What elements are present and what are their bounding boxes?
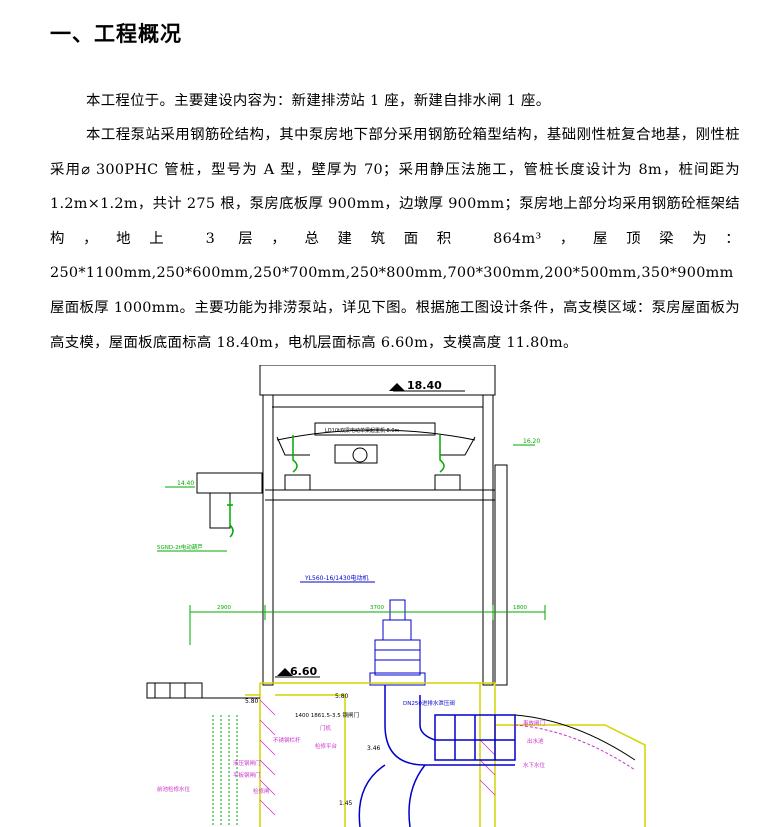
- dim-mid: 3700: [370, 605, 384, 611]
- discharge-pipe: [358, 685, 516, 827]
- hoist-label: 5GND-2t电动葫芦: [157, 543, 203, 551]
- dimension-line: [189, 605, 546, 645]
- label-platform: 检修平台: [315, 742, 338, 750]
- elevation-145: 1.45: [339, 800, 353, 807]
- crane-label: LD10t双梁电动单梁起重机 8.0m: [325, 427, 400, 434]
- hatched-walls: [259, 699, 496, 816]
- substructure: [245, 682, 646, 827]
- label-plate-gate: 平板钢闸门: [233, 771, 261, 779]
- elevation-roof: 18.40: [407, 379, 442, 392]
- label-outlet-pool: 出水池: [527, 737, 544, 745]
- label-hydraulic-gate: 液压钢闸门: [233, 759, 261, 767]
- pipe-label: DN250进排水泄压阀: [403, 699, 455, 707]
- paragraph-intro: 本工程位于。主要建设内容为：新建排涝站 1 座，新建自排水闸 1 座。: [86, 93, 551, 109]
- paragraph-structure: 本工程泵站采用钢筋砼结构，其中泵房地下部分采用钢筋砼箱型结构，基础刚性桩复合地基…: [50, 127, 740, 351]
- label-service-gate: 检修闸: [253, 787, 270, 795]
- pump-station-section-drawing: 18.40 LD10t双梁电动单梁起重机 8.0m 16.20 14.40 5G…: [146, 365, 646, 827]
- label-gantry: 门机: [320, 724, 332, 732]
- elevation-1620: 16.20: [523, 438, 540, 445]
- label-lower-level: 水下水位: [523, 761, 546, 769]
- section-heading: 一、工程概况: [50, 22, 182, 46]
- elevation-346: 3.46: [367, 745, 381, 752]
- dim-left: 2900: [217, 605, 231, 611]
- outlet-slope: [514, 714, 636, 761]
- crane-hooks: [227, 435, 445, 538]
- label-emergency-gate: 事故闸门: [523, 719, 545, 727]
- motor-label: YL560-16/1430电动机: [304, 574, 369, 582]
- foundation-piles: [212, 715, 238, 827]
- dim-right: 1800: [513, 605, 527, 611]
- elevation-1440: 14.40: [177, 480, 194, 487]
- guardrail-left: [146, 682, 260, 699]
- crane-girder: [314, 422, 436, 464]
- elevation-motor-floor: 6.60: [290, 665, 317, 678]
- valve-label: 1400 1861.5-3.5 钢闸门: [295, 711, 359, 719]
- elevation-580: 5.80: [335, 693, 349, 700]
- label-railing: 不锈钢栏杆: [273, 736, 301, 744]
- motor-unit: [369, 599, 426, 686]
- label-forebay-level: 前池检修水位: [157, 785, 191, 793]
- elevation-580b: 5.80: [245, 698, 259, 705]
- building-frame: [196, 365, 508, 686]
